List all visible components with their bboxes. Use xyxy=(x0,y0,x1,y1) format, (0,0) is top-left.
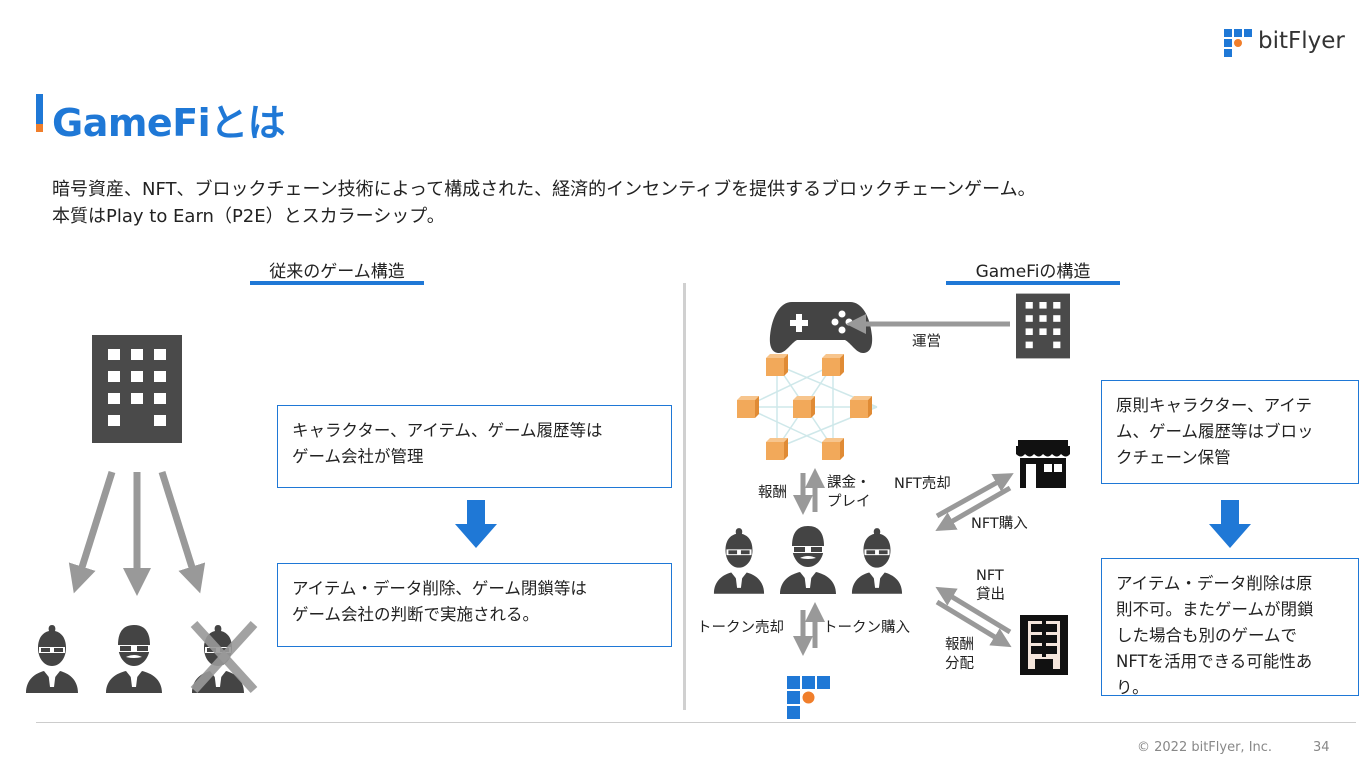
block-icon xyxy=(766,438,790,460)
player-woman-icon xyxy=(850,524,904,594)
block-icon xyxy=(793,396,817,418)
label-operation: 運営 xyxy=(912,334,941,350)
label-charge-play: 課金・ プレイ xyxy=(827,474,871,512)
label-dist: 分配 xyxy=(945,656,974,672)
player-woman-icon xyxy=(712,524,766,594)
block-icon xyxy=(737,396,761,418)
copyright: © 2022 bitFlyer, Inc. xyxy=(1137,740,1273,755)
footer-divider xyxy=(36,722,1356,723)
left-box1-line-2: ゲーム会社が管理 xyxy=(292,447,424,466)
label-nft-buy: NFT購入 xyxy=(971,516,1028,532)
left-heading: 従来のゲーム構造 xyxy=(269,262,405,282)
right-box2-line-1: アイテム・データ削除は原 xyxy=(1116,574,1313,593)
label-lend: 貸出 xyxy=(976,587,1005,603)
arrow-to-user-1 xyxy=(68,470,116,594)
label-play: プレイ xyxy=(827,494,871,510)
marketplace-store-icon xyxy=(1016,440,1070,488)
right-box2-line-4: NFTを活用できる可能性あ xyxy=(1116,652,1313,671)
title-accent-bar-orange xyxy=(36,124,43,132)
block-icon xyxy=(850,396,874,418)
label-token-buy: トークン購入 xyxy=(823,620,910,636)
description-line-2: 本質はPlay to Earn（P2E）とスカラーシップ。 xyxy=(52,206,445,227)
left-heading-underline xyxy=(250,281,424,285)
vertical-divider xyxy=(683,283,686,710)
right-box2-line-3: した場合も別のゲームで xyxy=(1116,626,1298,645)
guild-building-icon xyxy=(1020,615,1068,675)
bitflyer-exchange-icon xyxy=(787,676,830,719)
label-token-sell: トークン売却 xyxy=(697,620,784,636)
label-nft-sell: NFT売却 xyxy=(894,476,951,492)
bitflyer-logo xyxy=(1224,29,1254,63)
nft-buy-arrow xyxy=(935,485,1012,531)
block-icon xyxy=(766,354,790,376)
right-info-box-2: アイテム・データ削除は原 則不可。またゲームが閉鎖 した場合も別のゲームで NF… xyxy=(1101,558,1359,697)
page-number: 34 xyxy=(1313,740,1330,755)
left-box1-line-1: キャラクター、アイテム、ゲーム履歴等は xyxy=(292,421,603,440)
right-box1-line-2: ム、ゲーム履歴等はブロッ xyxy=(1116,422,1314,441)
page-title: GameFiとは xyxy=(52,101,286,145)
label-nft-lend: NFT 貸出 xyxy=(976,567,1005,605)
right-box2-line-5: り。 xyxy=(1116,678,1149,697)
block-icon xyxy=(822,438,846,460)
label-nft: NFT xyxy=(976,568,1004,584)
right-heading-underline xyxy=(946,281,1120,285)
right-heading: GameFiの構造 xyxy=(975,262,1091,282)
label-charge: 課金・ xyxy=(827,475,871,491)
label-reward-dist: 報酬 分配 xyxy=(945,636,974,674)
label-reward: 報酬 xyxy=(758,485,787,501)
brand-name: bitFlyer xyxy=(1258,28,1345,54)
reward-dist-arrow xyxy=(935,599,1012,648)
left-box2-line-2: ゲーム会社の判断で実施される。 xyxy=(292,605,540,624)
down-arrow-icon xyxy=(455,500,497,548)
right-box1-line-3: クチェーン保管 xyxy=(1116,448,1231,467)
nft-lend-arrow xyxy=(935,586,1012,635)
bitflyer-logo-icon xyxy=(1224,29,1252,57)
label-reward2: 報酬 xyxy=(945,637,974,653)
nft-sell-arrow xyxy=(935,473,1014,519)
right-box1-line-1: 原則キャラクター、アイテ xyxy=(1116,396,1313,415)
title-accent-bar xyxy=(36,94,43,124)
left-box2-line-1: アイテム・データ削除、ゲーム閉鎖等は xyxy=(292,579,587,598)
right-info-box-1: 原則キャラクター、アイテ ム、ゲーム履歴等はブロッ クチェーン保管 xyxy=(1101,380,1359,484)
left-info-box-2: アイテム・データ削除、ゲーム閉鎖等は ゲーム会社の判断で実施される。 xyxy=(277,563,672,647)
right-box2-line-2: 則不可。またゲームが閉鎖 xyxy=(1116,600,1314,619)
description-line-1: 暗号資産、NFT、ブロックチェーン技術によって構成された、経済的インセンティブを… xyxy=(52,179,1036,200)
down-arrow-icon xyxy=(1209,500,1251,548)
left-info-box-1: キャラクター、アイテム、ゲーム履歴等は ゲーム会社が管理 xyxy=(277,405,672,488)
arrow-to-user-3 xyxy=(158,470,206,594)
player-man-icon xyxy=(780,522,836,594)
block-icon xyxy=(822,354,846,376)
cross-mark-icon xyxy=(190,620,258,694)
